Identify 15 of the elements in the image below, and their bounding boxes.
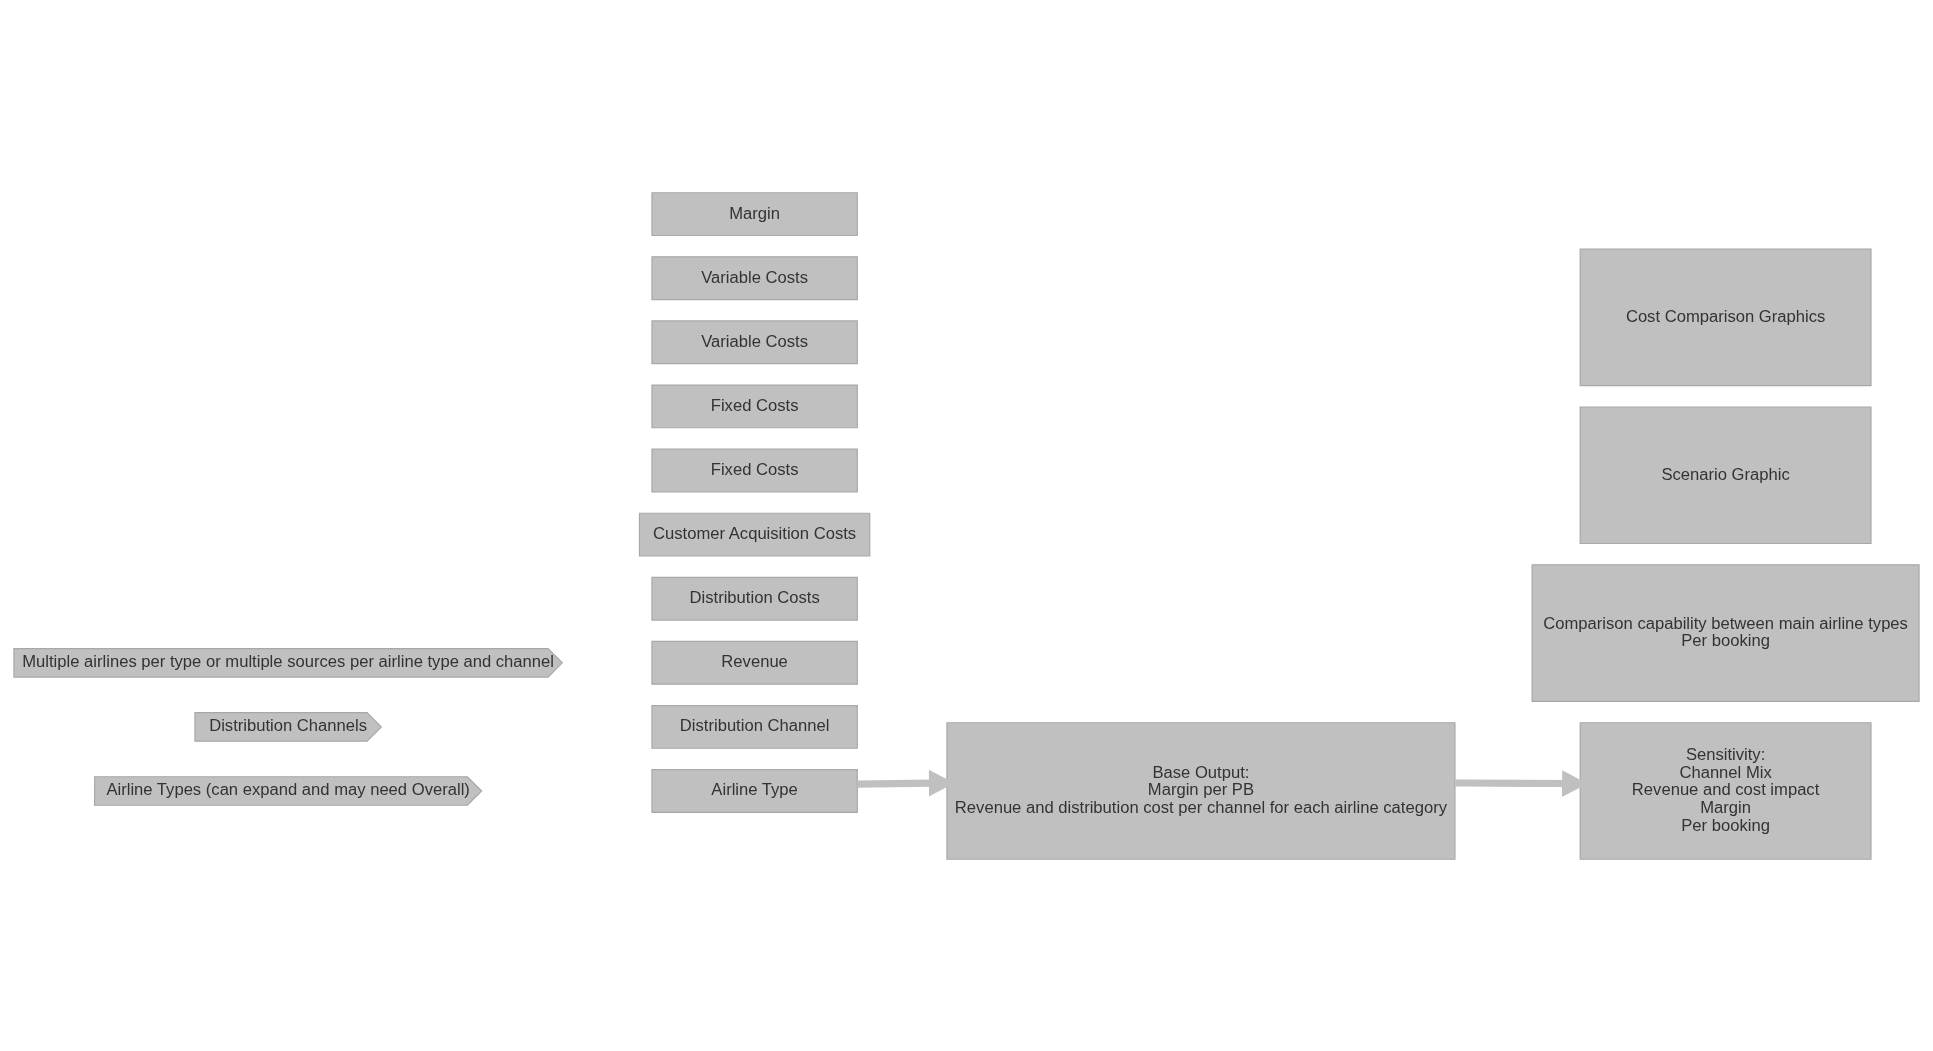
- node-box: Cost Comparison Graphics: [1579, 248, 1872, 386]
- node-box: Customer Acquisition Costs: [638, 512, 871, 557]
- node-box: Sensitivity: Channel Mix Revenue and cost impact Margin Per booking: [1579, 721, 1872, 860]
- node-box: Airline Type: [651, 768, 858, 813]
- node-box: Fixed Costs: [651, 383, 858, 428]
- node-box: Comparison capability between main airline types Per booking: [1531, 563, 1920, 702]
- node-box: Variable Costs: [651, 255, 858, 300]
- node-box: Base Output: Margin per PB Revenue and distribution cost per channel for each airline category: [946, 721, 1456, 860]
- node-box: Fixed Costs: [651, 448, 858, 492]
- node-box: Revenue: [651, 640, 858, 685]
- node-box: Scenario Graphic: [1579, 405, 1872, 544]
- node-box: Margin: [651, 191, 858, 236]
- node-box: Distribution Costs: [651, 576, 858, 621]
- node-box: Distribution Channel: [651, 704, 858, 749]
- node-box: Variable Costs: [651, 319, 858, 364]
